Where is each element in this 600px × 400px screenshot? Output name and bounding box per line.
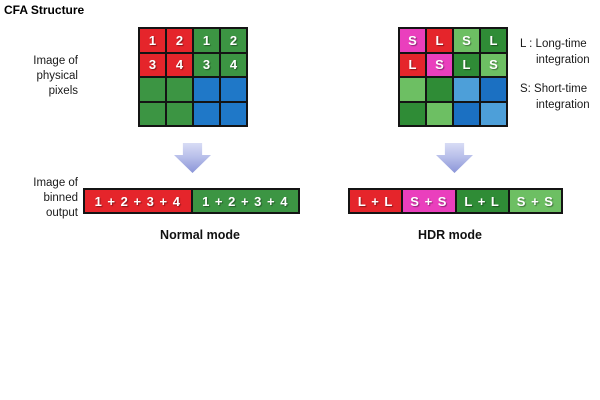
pixel-cell: S (454, 29, 479, 52)
pixel-cell (140, 78, 165, 101)
hdr-mode-caption: HDR mode (418, 228, 482, 242)
legend-long-time-line: L : Long-time (520, 38, 587, 50)
pixel-cell (400, 102, 425, 125)
pixel-cell: 1 (194, 29, 219, 52)
pixel-cell: 2 (221, 29, 246, 52)
pixel-cell: 4 (167, 53, 192, 76)
legend-short-time-line: S: Short-time (520, 83, 588, 95)
physical-pixels-label: Image of physical pixels (0, 54, 78, 99)
pixel-cell: S (427, 53, 452, 76)
physical-pixels-label-line: pixels (48, 85, 78, 97)
pixel-cell: 2 (167, 29, 192, 52)
binned-cell: 1 + 2 + 3 + 4 (192, 190, 298, 212)
legend-short-time: S: Short-time integration (520, 81, 590, 113)
pixel-cell: L (400, 53, 425, 76)
normal-mode-caption: Normal mode (160, 228, 240, 242)
pixel-cell: S (400, 29, 425, 52)
integration-legend: L : Long-time integration S: Short-time … (520, 36, 590, 126)
binned-output-label-line: output (46, 207, 78, 219)
pixel-cell (221, 102, 246, 125)
binned-cell: L + L (350, 190, 402, 212)
pixel-cell (454, 78, 479, 101)
legend-long-time-line: integration (536, 54, 590, 66)
legend-short-time-line: integration (536, 99, 590, 111)
pixel-cell: 3 (194, 53, 219, 76)
pixel-cell (167, 78, 192, 101)
down-arrow-icon (174, 143, 211, 173)
physical-pixels-label-line: physical (36, 70, 78, 82)
binned-output-label-line: binned (43, 192, 78, 204)
pixel-cell (194, 102, 219, 125)
pixel-cell: 1 (140, 29, 165, 52)
binned-output-label-line: Image of (33, 177, 78, 189)
pixel-cell (400, 78, 425, 101)
pixel-cell (140, 102, 165, 125)
page-title: CFA Structure (4, 3, 85, 17)
pixel-cell (481, 78, 506, 101)
pixel-cell: L (481, 29, 506, 52)
pixel-cell: 3 (140, 53, 165, 76)
binned-cell: S + S (509, 190, 561, 212)
pixel-cell (481, 102, 506, 125)
pixel-cell (221, 78, 246, 101)
pixel-cell (194, 78, 219, 101)
pixel-cell (167, 102, 192, 125)
pixel-cell (454, 102, 479, 125)
binned-output-label: Image of binned output (0, 176, 78, 221)
physical-pixels-label-line: Image of (33, 55, 78, 67)
legend-long-time: L : Long-time integration (520, 36, 590, 68)
pixel-cell: L (454, 53, 479, 76)
pixel-cell (427, 78, 452, 101)
pixel-cell: 4 (221, 53, 246, 76)
pixel-cell (427, 102, 452, 125)
binned-cell: 1 + 2 + 3 + 4 (85, 190, 191, 212)
binned-cell: S + S (403, 190, 455, 212)
down-arrow-icon (436, 143, 473, 173)
pixel-cell: S (481, 53, 506, 76)
binned-cell: L + L (456, 190, 508, 212)
pixel-cell: L (427, 29, 452, 52)
